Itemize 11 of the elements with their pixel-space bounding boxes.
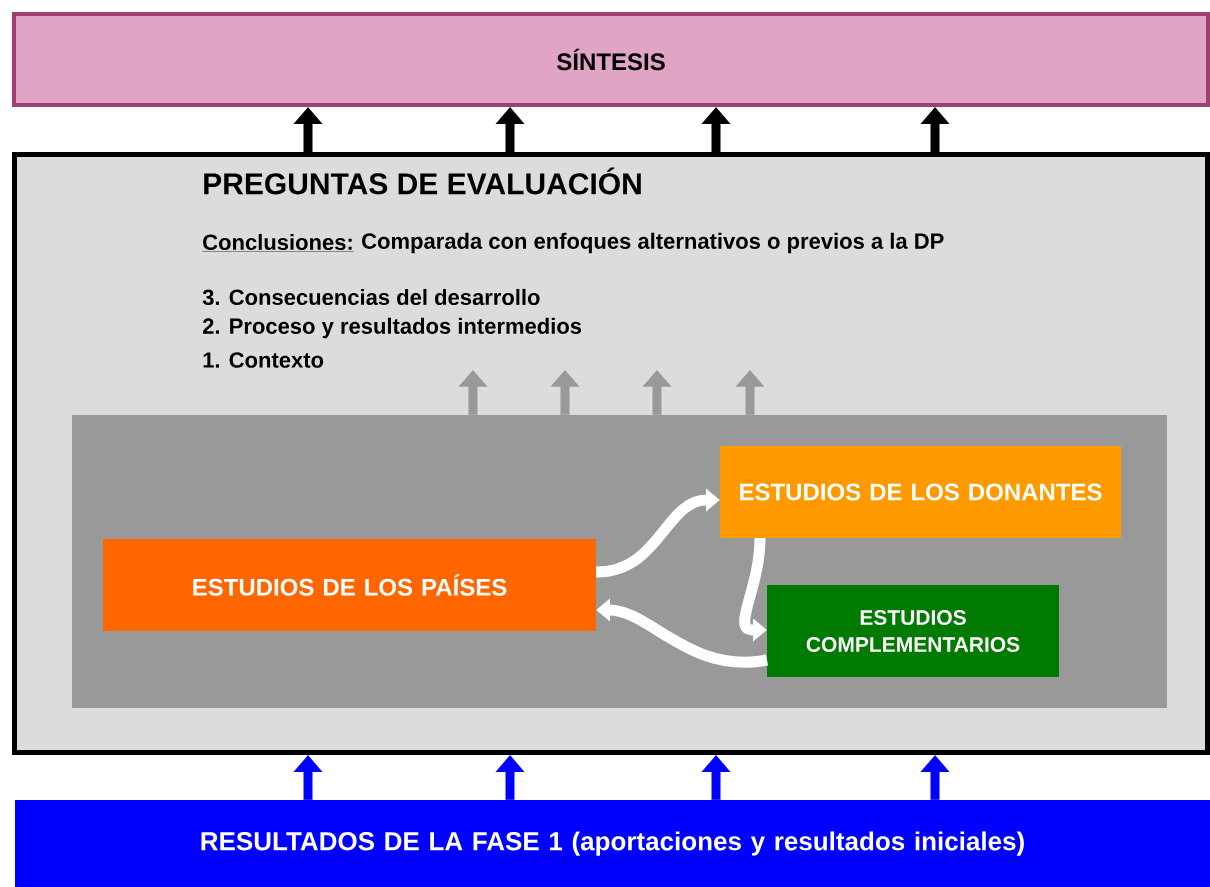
synthesis-band: SÍNTESIS	[12, 12, 1210, 107]
conclusions-label: Conclusiones:	[202, 233, 354, 252]
results-band: RESULTADOS DE LA FASE 1 (aportaciones y resultados iniciales)	[15, 800, 1210, 887]
panel-heading: PREGUNTAS DE EVALUACIÓN	[204, 167, 641, 195]
question-item: 1. Contexto	[203, 352, 324, 368]
study-box: ESTUDIOS DE LOS PAÍSES	[103, 539, 596, 631]
question-item: 2. Proceso y resultados intermedios	[202, 317, 582, 339]
study-box: ESTUDIOS DE LOS DONANTES	[720, 446, 1121, 538]
study-box: ESTUDIOS COMPLEMENTARIOS	[767, 585, 1059, 677]
question-item: 3. Consecuencias del desarrollo	[202, 288, 540, 306]
conclusions-text: Comparada con enfoques alternativos o previos a la DP	[362, 232, 944, 254]
